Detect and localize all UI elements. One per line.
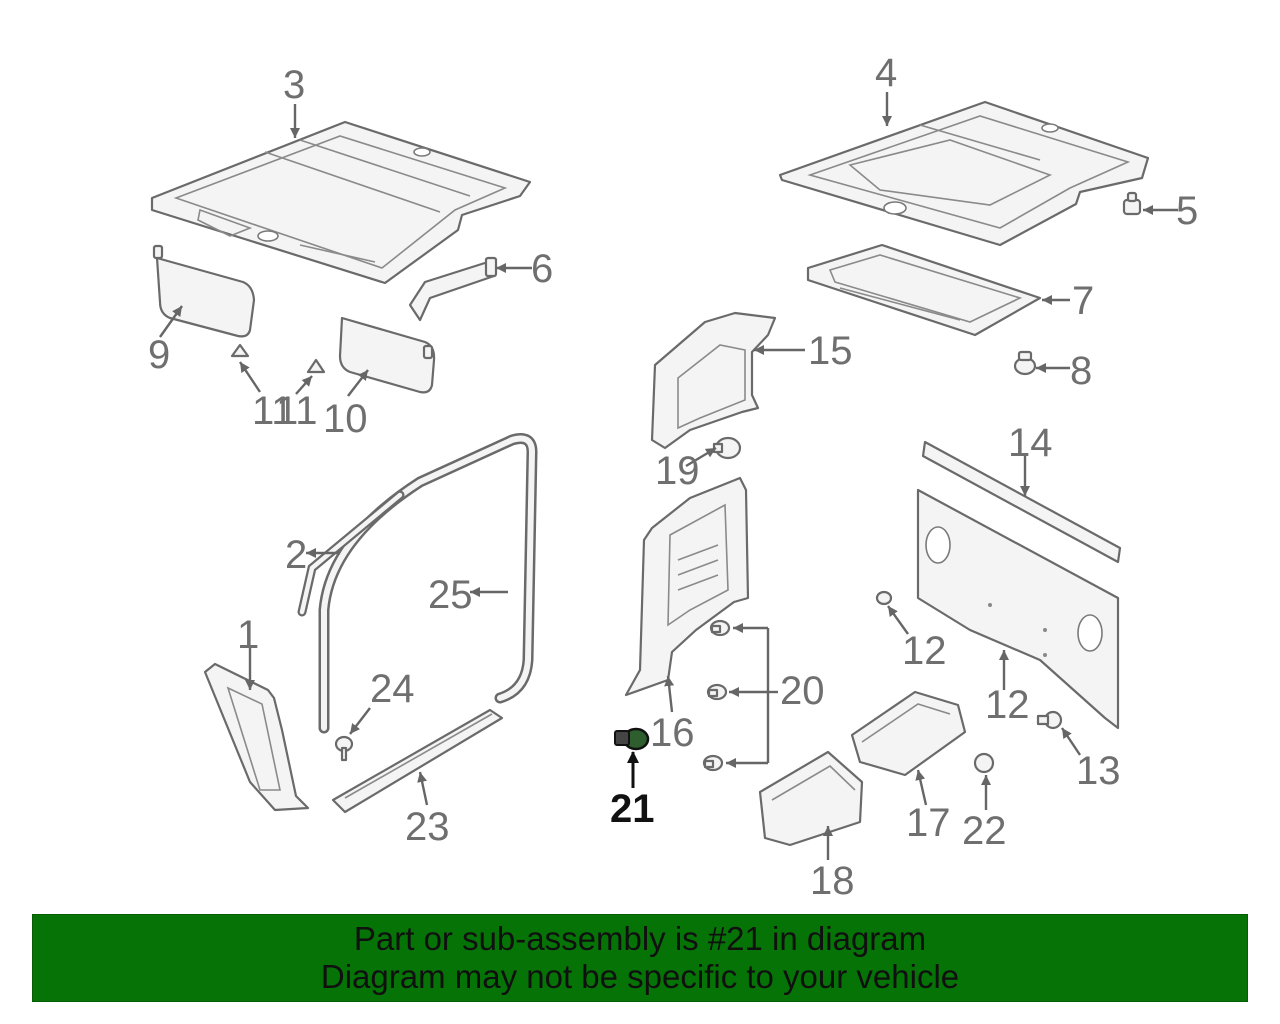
trim-strip [921, 440, 1122, 564]
callout-25: 25 [428, 573, 473, 617]
headliner-rear [778, 100, 1150, 247]
parts-diagram: 3 4 5 6 7 8 9 11 11 10 15 14 19 2 25 1 2… [148, 51, 1198, 903]
callout-19: 19 [655, 449, 700, 493]
callout-1: 1 [237, 613, 259, 657]
quarter-trim-upper [650, 311, 777, 450]
callout-labels: 3 4 5 6 7 8 9 11 11 10 15 14 19 2 25 1 2… [148, 51, 1198, 903]
callout-18: 17 [906, 801, 951, 845]
callout-7: 7 [1072, 279, 1094, 323]
callout-5: 5 [1176, 189, 1198, 233]
fastener-24 [334, 735, 354, 762]
callout-12a: 12 [902, 629, 947, 673]
banner-line-1: Part or sub-assembly is #21 in diagram [353, 920, 927, 957]
callout-8: 8 [1070, 349, 1092, 393]
quarter-trim-lower [624, 476, 750, 697]
rear-panel [916, 488, 1120, 730]
callout-10: 10 [323, 397, 368, 441]
push-pins-20 [702, 619, 731, 772]
rear-tray [806, 243, 1042, 337]
headliner-front [150, 120, 532, 285]
storage-bin-17 [758, 750, 864, 847]
banner-line-2: Diagram may not be specific to your vehi… [320, 958, 960, 995]
clip-22 [973, 752, 995, 774]
leader-lines [159, 92, 1178, 860]
callout-4: 4 [875, 51, 897, 95]
clip-5 [1122, 191, 1142, 216]
callout-9: 9 [148, 333, 170, 377]
fastener-21 [614, 727, 650, 751]
callout-17: 18 [810, 859, 855, 903]
clip-8 [1013, 350, 1037, 376]
callout-12b: 12 [985, 683, 1030, 727]
kick-panel [203, 662, 310, 812]
callout-2: 2 [285, 533, 307, 577]
visor-clips [230, 343, 326, 374]
callout-21: 21 [610, 787, 655, 831]
callout-3: 3 [283, 63, 305, 107]
callout-22: 22 [962, 809, 1007, 853]
callout-24: 24 [370, 667, 415, 711]
callout-6: 6 [531, 247, 553, 291]
callout-14: 14 [1008, 421, 1053, 465]
door-weatherstrip [318, 433, 538, 734]
grab-handle [408, 256, 498, 322]
callout-11a: 11 [252, 389, 294, 433]
push-pin-19 [712, 436, 742, 460]
callout-20: 20 [780, 669, 825, 713]
callout-16: 16 [650, 711, 695, 755]
sun-visor-right [338, 316, 436, 394]
clip-12 [875, 590, 893, 606]
callout-15: 15 [808, 329, 853, 373]
callout-13: 13 [1076, 749, 1121, 793]
callout-23: 23 [405, 805, 450, 849]
info-banner: Part or sub-assembly is #21 in diagram D… [32, 914, 1248, 1002]
sill-plate [331, 708, 504, 814]
storage-bin-18 [850, 690, 967, 777]
pillar-molding [297, 490, 405, 617]
callout-11b: 11 [276, 389, 318, 433]
screw-13 [1036, 710, 1063, 730]
